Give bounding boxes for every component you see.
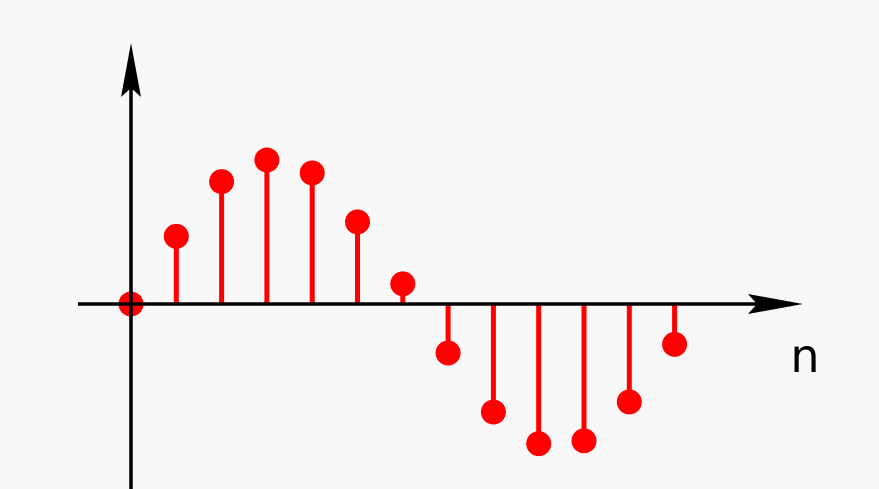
stem-marker xyxy=(526,431,552,457)
stem-marker xyxy=(299,160,325,186)
stem-marker xyxy=(435,340,461,366)
stem-marker xyxy=(390,271,416,297)
x-axis-label: n xyxy=(790,329,819,383)
axes: n xyxy=(78,43,820,489)
stem-marker xyxy=(480,399,506,425)
stem-marker xyxy=(571,428,597,454)
y-axis-arrow-icon xyxy=(121,43,141,97)
stem-series xyxy=(118,147,688,457)
stem-marker xyxy=(254,147,280,173)
stem-marker xyxy=(209,169,235,195)
stem-marker xyxy=(345,209,370,235)
stem-marker xyxy=(163,223,189,249)
stem-marker xyxy=(616,389,642,415)
stem-marker xyxy=(662,331,688,357)
x-axis-arrow-icon xyxy=(748,294,803,314)
